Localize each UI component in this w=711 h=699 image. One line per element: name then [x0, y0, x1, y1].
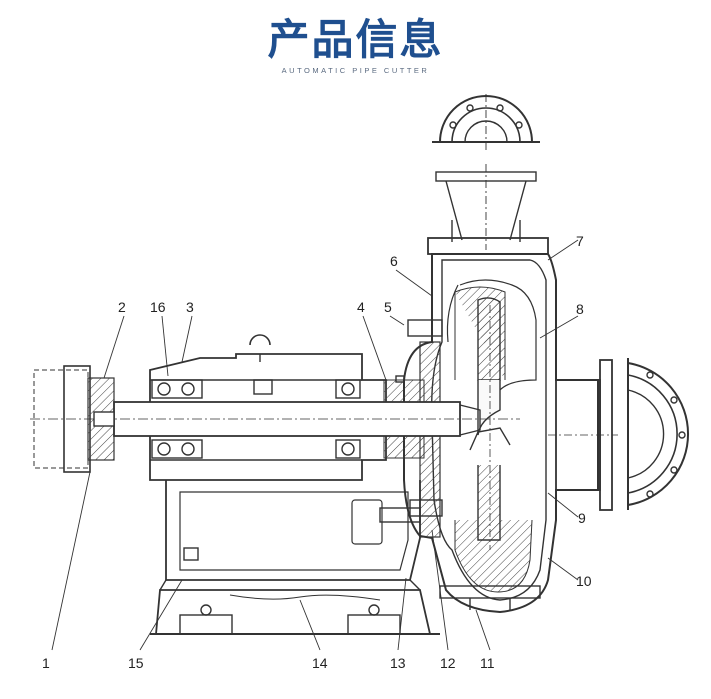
outlet-flange [427, 237, 549, 255]
page-subtitle: AUTOMATIC PIPE CUTTER [281, 66, 430, 75]
callout-3: 3 [186, 299, 194, 315]
callout-9: 9 [578, 510, 586, 526]
bearings [151, 379, 361, 459]
callout-10: 10 [576, 573, 592, 589]
suction-inlet [548, 359, 618, 511]
outlet-flange-view [432, 94, 540, 152]
base-frame [150, 579, 440, 635]
shaft-seal [383, 375, 425, 459]
inlet-flange-view [627, 358, 689, 510]
coupling [33, 365, 115, 473]
callout-1: 1 [42, 655, 50, 671]
discharge-cone [435, 164, 537, 250]
impeller [469, 297, 511, 550]
page-header: 产品信息 AUTOMATIC PIPE CUTTER [0, 0, 711, 80]
bearing-housing [149, 353, 387, 481]
callout-6: 6 [390, 253, 398, 269]
pump-drawing: 1 2 3 4 5 6 7 8 9 10 11 12 13 14 15 16 [0, 80, 711, 694]
callout-13: 13 [390, 655, 406, 671]
page-title: 产品信息 [267, 15, 444, 64]
callout-2: 2 [118, 299, 126, 315]
callout-7: 7 [576, 233, 584, 249]
callout-11: 11 [480, 655, 495, 671]
callout-12: 12 [440, 655, 456, 671]
callout-8: 8 [576, 301, 584, 317]
callout-4: 4 [357, 299, 365, 315]
callout-14: 14 [312, 655, 328, 671]
callout-15: 15 [128, 655, 144, 671]
bolt-4 [407, 319, 443, 337]
callout-16: 16 [150, 299, 166, 315]
shaft [30, 401, 520, 437]
callout-5: 5 [384, 299, 392, 315]
